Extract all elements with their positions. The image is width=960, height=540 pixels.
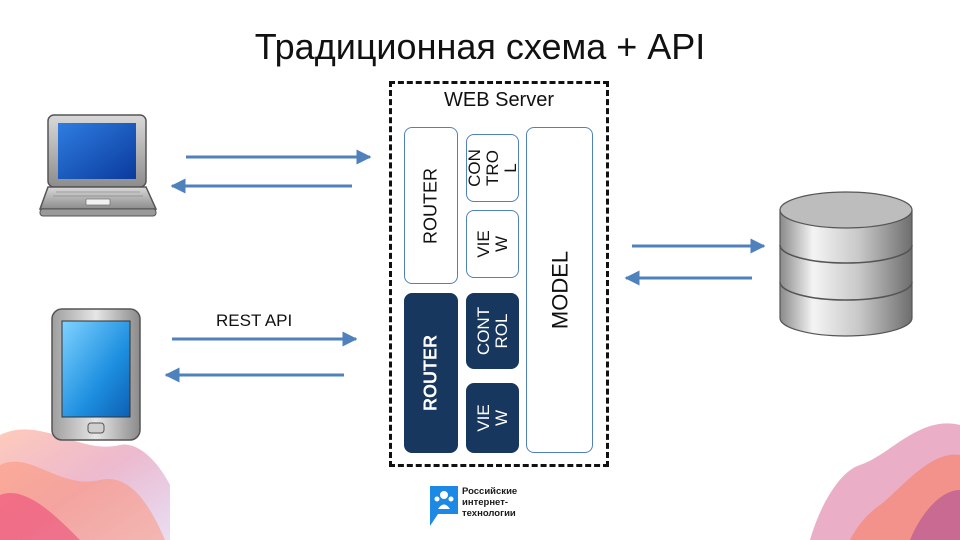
laptop-icon	[38, 114, 158, 217]
slide-title: Традиционная схема + API	[254, 26, 706, 67]
logo-line-2: интернет-	[462, 497, 509, 508]
decorative-swirl-right	[810, 423, 960, 540]
router-box-bottom: ROUTER	[404, 293, 458, 453]
logo-line-1: Российские	[462, 486, 518, 497]
web-server-label: WEB Server	[443, 89, 555, 111]
router-box-top: ROUTER	[404, 127, 458, 284]
rest-api-label: REST API	[216, 311, 293, 330]
model-box: MODEL	[526, 127, 593, 453]
decorative-swirl-left	[0, 429, 170, 540]
logo-line-3: технологии	[462, 508, 516, 519]
view-box-top: VIE W	[466, 210, 519, 278]
rit-logo-text: Российские интернет- технологии	[462, 486, 517, 519]
web-server-container	[389, 81, 609, 467]
rit-logo-icon	[430, 486, 458, 526]
control-box-bottom: CONT ROL	[466, 293, 519, 369]
tablet-icon	[51, 308, 141, 441]
database-icon	[779, 191, 913, 337]
view-box-bottom: VIE W	[466, 383, 519, 453]
control-box-top: CON TRO L	[465, 134, 519, 202]
